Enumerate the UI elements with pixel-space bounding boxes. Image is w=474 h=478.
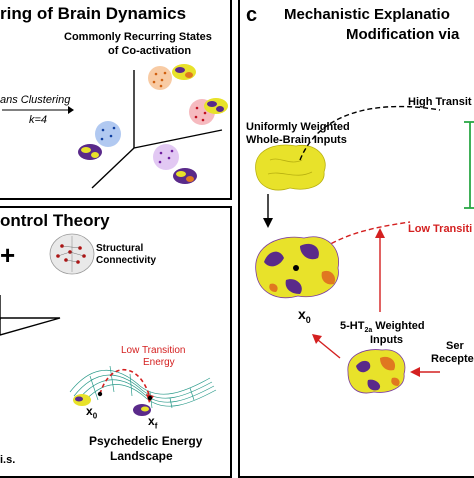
footnote-label: i.s.: [0, 454, 16, 466]
x0-point: [97, 391, 103, 397]
cluster-blue: [95, 121, 121, 147]
landscape-line2: Landscape: [110, 449, 173, 463]
cluster-orange: [148, 66, 172, 90]
xf-label-b: xf: [148, 414, 158, 431]
landscape-line1: Psychedelic Energy: [89, 434, 203, 448]
high-transition-path: [299, 105, 441, 161]
panel-c-title-line2: Modification via: [346, 26, 460, 43]
brain-state-blue: [78, 144, 102, 160]
structural-connectivity-line1: Structural: [96, 243, 144, 254]
brain-xf-small: [133, 404, 151, 416]
clustering-arrowhead: [68, 106, 74, 114]
low-transition-energy-line1: Low Transition: [121, 345, 186, 356]
x0-label-c: x0: [298, 306, 311, 325]
serotonin-arrowhead: [410, 367, 420, 377]
panel-b-title: ontrol Theory: [0, 211, 110, 230]
x0-label-b: x0: [86, 404, 98, 421]
clustering-k-label: k=4: [29, 114, 48, 126]
high-transition-label: High Transit: [408, 96, 472, 108]
ht2a-arrow: [317, 339, 341, 359]
state-space-axes: [91, 70, 223, 189]
ht2a-inputs-line2: Inputs: [370, 334, 403, 346]
energy-landscape-mesh: [69, 365, 217, 409]
panel-c-title-line1: Mechanistic Explanatio: [284, 6, 450, 23]
ht2a-inputs-line1: 5-HT2a Weighted: [340, 320, 425, 335]
panel-a-title: ring of Brain Dynamics: [0, 4, 187, 23]
low-energy-path: [99, 368, 151, 399]
receptor-arrowhead: [375, 228, 385, 238]
cluster-purple: [153, 144, 179, 170]
connectivity-arrow-tail: [0, 317, 61, 336]
plus-sign: +: [0, 240, 16, 270]
brain-state-red: [204, 98, 228, 114]
panel-c-letter: c: [246, 4, 258, 26]
ht2a-arrowhead: [312, 334, 322, 344]
connectome-brain-icon: [49, 233, 95, 275]
panel-a-graphics: [2, 64, 228, 189]
brain-state-purple: [173, 168, 197, 184]
brain-5ht2a: [347, 349, 406, 394]
serotonin-line2: Recepte: [431, 353, 474, 365]
down-arrowhead: [263, 218, 273, 228]
clustering-label: ans Clustering: [0, 94, 71, 106]
panel-a: [0, 0, 232, 200]
uniform-inputs-line2: Whole-Brain Inputs: [246, 134, 347, 146]
serotonin-line1: Ser: [446, 340, 464, 352]
brain-state-orange: [172, 64, 196, 80]
low-transition-path: [299, 221, 411, 269]
panel-b-graphics: [0, 233, 217, 416]
states-title-line1: Commonly Recurring States: [64, 31, 212, 43]
brain-uniform-yellow: [255, 144, 326, 191]
low-transition-label: Low Transiti: [408, 223, 473, 235]
x0-point-c: [293, 265, 299, 271]
low-transition-energy-line2: Energy: [143, 357, 175, 368]
uniform-inputs-line1: Uniformly Weighted: [246, 121, 350, 133]
structural-connectivity-line2: Connectivity: [96, 255, 157, 266]
states-title-line2: of Co-activation: [108, 45, 192, 57]
brain-x0-small: [73, 394, 91, 406]
xf-point: [147, 395, 153, 401]
